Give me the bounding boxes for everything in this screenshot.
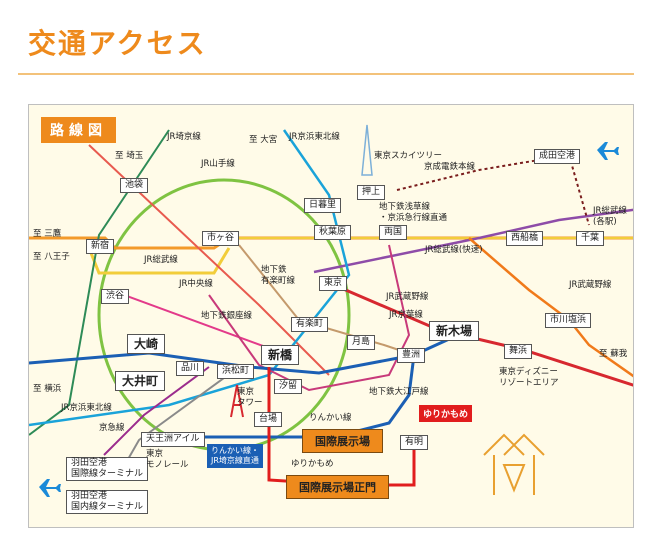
page-title: 交通アクセス xyxy=(28,27,207,60)
label-to-soga: 至 蘇我 xyxy=(599,349,628,359)
keiyo-line xyxy=(333,283,633,387)
label-oedo: 地下鉄大江戸線 xyxy=(369,387,429,397)
label-musashino-west: JR武蔵野線 xyxy=(386,292,429,302)
station-oimachi: 大井町 xyxy=(115,371,166,391)
station-tsukishima: 月島 xyxy=(347,335,376,350)
label-saikyo: JR埼京線 xyxy=(167,132,201,142)
label-monorail: 東京 モノレール xyxy=(146,449,189,470)
plane-icon-narita xyxy=(597,142,619,160)
label-disney-resort: 東京ディズニー リゾートエリア xyxy=(499,367,559,388)
route-map: 路線図 池袋 日暮里 押上 新宿 市ヶ谷 秋葉原 両国 西船橋 千葉 成田空港 … xyxy=(28,104,634,528)
oedo-line xyxy=(208,244,411,392)
station-oshiage: 押上 xyxy=(357,185,386,200)
station-osaki: 大崎 xyxy=(127,334,166,354)
station-kokusai-tenjijo-seimon: 国際展示場正門 xyxy=(286,475,389,499)
ginza-line xyxy=(123,294,275,351)
station-shinkiba: 新木場 xyxy=(429,321,480,341)
label-keisei: 京成電鉄本線 xyxy=(424,162,476,172)
tag-rinkai-saikyo-direct: りんかい線・ JR埼京線直通 xyxy=(207,444,263,468)
station-narita: 成田空港 xyxy=(534,149,581,164)
station-chiba: 千葉 xyxy=(576,231,605,246)
label-keiyo: JR京葉線 xyxy=(389,310,423,320)
asakusa-line xyxy=(88,144,330,376)
label-skytree: 東京スカイツリー xyxy=(374,151,443,161)
big-sight-icon xyxy=(483,433,545,495)
narita-line xyxy=(568,154,590,226)
station-ichikawashiohama: 市川塩浜 xyxy=(545,313,592,328)
station-hamamatsucho: 浜松町 xyxy=(217,364,255,379)
title-divider xyxy=(18,73,634,75)
label-yurakucho-subway: 地下鉄 有楽町線 xyxy=(261,265,296,286)
station-daiba: 台場 xyxy=(254,412,283,427)
label-yamanote: JR山手線 xyxy=(201,159,235,169)
label-keihin-north: JR京浜東北線 xyxy=(289,132,340,142)
station-shibuya: 渋谷 xyxy=(101,289,130,304)
label-to-saitama: 至 埼玉 xyxy=(115,151,144,161)
skytree-icon xyxy=(361,124,373,176)
station-tokyo: 東京 xyxy=(319,276,348,291)
label-to-hachioji: 至 八王子 xyxy=(33,252,70,262)
station-shinagawa: 品川 xyxy=(176,361,205,376)
label-to-omiya: 至 大宮 xyxy=(249,135,278,145)
label-to-yokohama: 至 横浜 xyxy=(33,384,62,394)
label-keikyu: 京急線 xyxy=(99,423,125,433)
plane-icon-haneda xyxy=(39,479,61,497)
label-asakusa: 地下鉄浅草線 ・京浜急行線直通 xyxy=(379,202,448,223)
label-tokyo-tower: 東京 タワー xyxy=(237,387,263,408)
label-ginza: 地下鉄銀座線 xyxy=(201,311,253,321)
label-keihin-south: JR京浜東北線 xyxy=(61,403,112,413)
map-legend-title: 路線図 xyxy=(41,117,116,143)
station-akihabara: 秋葉原 xyxy=(314,225,352,240)
label-chuo: JR中央線 xyxy=(179,279,213,289)
label-sobu-rapid: JR総武線(快速) xyxy=(425,245,483,255)
station-haneda-domestic: 羽田空港 国内線ターミナル xyxy=(66,490,149,514)
station-shiodome: 汐留 xyxy=(274,379,303,394)
station-toyosu: 豊洲 xyxy=(397,348,426,363)
station-nippori: 日暮里 xyxy=(304,198,342,213)
tag-yurikamome: ゆりかもめ xyxy=(419,405,473,422)
label-yurikamome: ゆりかもめ xyxy=(291,459,334,469)
station-tennozu: 天王洲アイル xyxy=(141,432,205,447)
label-sobu-west: JR総武線 xyxy=(144,255,178,265)
station-shinbashi: 新橋 xyxy=(261,345,300,365)
sobu-rapid-line xyxy=(313,208,633,274)
station-nishifunabashi: 西船橋 xyxy=(506,231,544,246)
label-sobu-local-east: JR総武線 (各駅) xyxy=(593,206,627,227)
label-to-mitaka: 至 三鷹 xyxy=(33,229,62,239)
station-haneda-international: 羽田空港 国際線ターミナル xyxy=(66,457,149,481)
tokyo-tower-icon xyxy=(230,384,244,418)
station-ichigaya: 市ヶ谷 xyxy=(202,231,240,246)
keikyu-line xyxy=(103,366,210,456)
station-maihama: 舞浜 xyxy=(504,344,533,359)
station-shinjuku: 新宿 xyxy=(86,239,115,254)
station-ariake: 有明 xyxy=(400,435,429,450)
station-ikebukuro: 池袋 xyxy=(120,178,149,193)
label-rinkai: りんかい線 xyxy=(309,413,352,423)
rinkai-line xyxy=(189,354,416,439)
station-ryogoku: 両国 xyxy=(379,225,408,240)
station-yurakucho: 有楽町 xyxy=(291,317,329,332)
station-kokusai-tenjijo: 国際展示場 xyxy=(302,429,383,453)
label-musashino-east: JR武蔵野線 xyxy=(569,280,612,290)
